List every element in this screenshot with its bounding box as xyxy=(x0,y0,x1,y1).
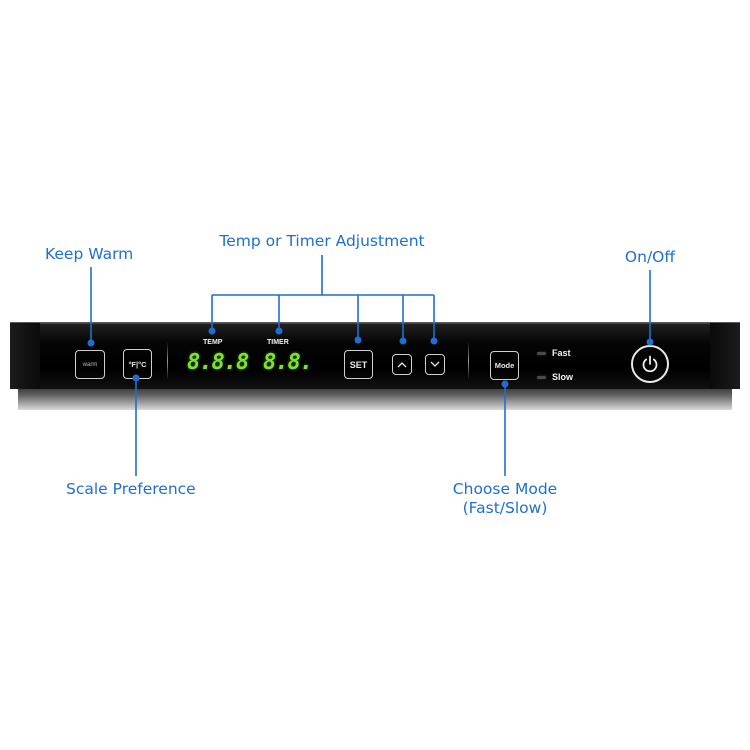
panel-edge-right xyxy=(710,323,740,389)
connector-dot-keep-warm xyxy=(87,339,95,347)
divider-middle xyxy=(468,341,469,381)
callout-choose-mode-line2: (Fast/Slow) xyxy=(462,499,548,517)
mode-button[interactable]: Mode xyxy=(490,351,519,380)
callout-temp-timer-adjustment: Temp or Timer Adjustment xyxy=(219,232,425,250)
timer-display: 8.8. xyxy=(263,350,313,375)
callout-on-off: On/Off xyxy=(624,248,676,266)
callout-scale-preference: Scale Preference xyxy=(66,480,196,498)
connector-dot-timer xyxy=(275,327,283,335)
power-icon xyxy=(642,355,658,373)
connector-dot-temp xyxy=(208,327,216,335)
slow-label: Slow xyxy=(552,372,574,382)
temp-display: 8.8.8 xyxy=(187,350,249,375)
divider-left xyxy=(167,341,168,381)
connector-dot-up xyxy=(399,337,407,345)
control-panel: warm °F|°C TEMP 8.8.8 TIMER 8.8. SET Mod… xyxy=(10,322,740,389)
temp-label: TEMP xyxy=(203,339,223,346)
fast-indicator-led xyxy=(537,352,546,355)
panel-edge-left xyxy=(10,323,40,389)
fast-label: Fast xyxy=(552,348,571,358)
set-button[interactable]: SET xyxy=(344,350,373,379)
keep-warm-button[interactable]: warm xyxy=(75,350,105,379)
connector-dot-set xyxy=(354,336,362,344)
power-button[interactable] xyxy=(631,345,669,383)
up-button[interactable] xyxy=(392,354,412,375)
slow-indicator-led xyxy=(537,376,546,379)
timer-label: TIMER xyxy=(267,339,289,346)
connector-dot-on-off xyxy=(646,338,654,346)
connector-dot-down xyxy=(430,337,438,345)
connector-dot-mode xyxy=(501,380,509,388)
chevron-down-icon xyxy=(430,361,440,367)
callout-choose-mode: Choose Mode (Fast/Slow) xyxy=(453,480,557,518)
connector-dot-scale xyxy=(132,374,140,382)
callout-choose-mode-line1: Choose Mode xyxy=(452,480,558,498)
down-button[interactable] xyxy=(425,354,445,375)
callout-keep-warm: Keep Warm xyxy=(45,245,134,263)
chevron-up-icon xyxy=(397,362,407,368)
